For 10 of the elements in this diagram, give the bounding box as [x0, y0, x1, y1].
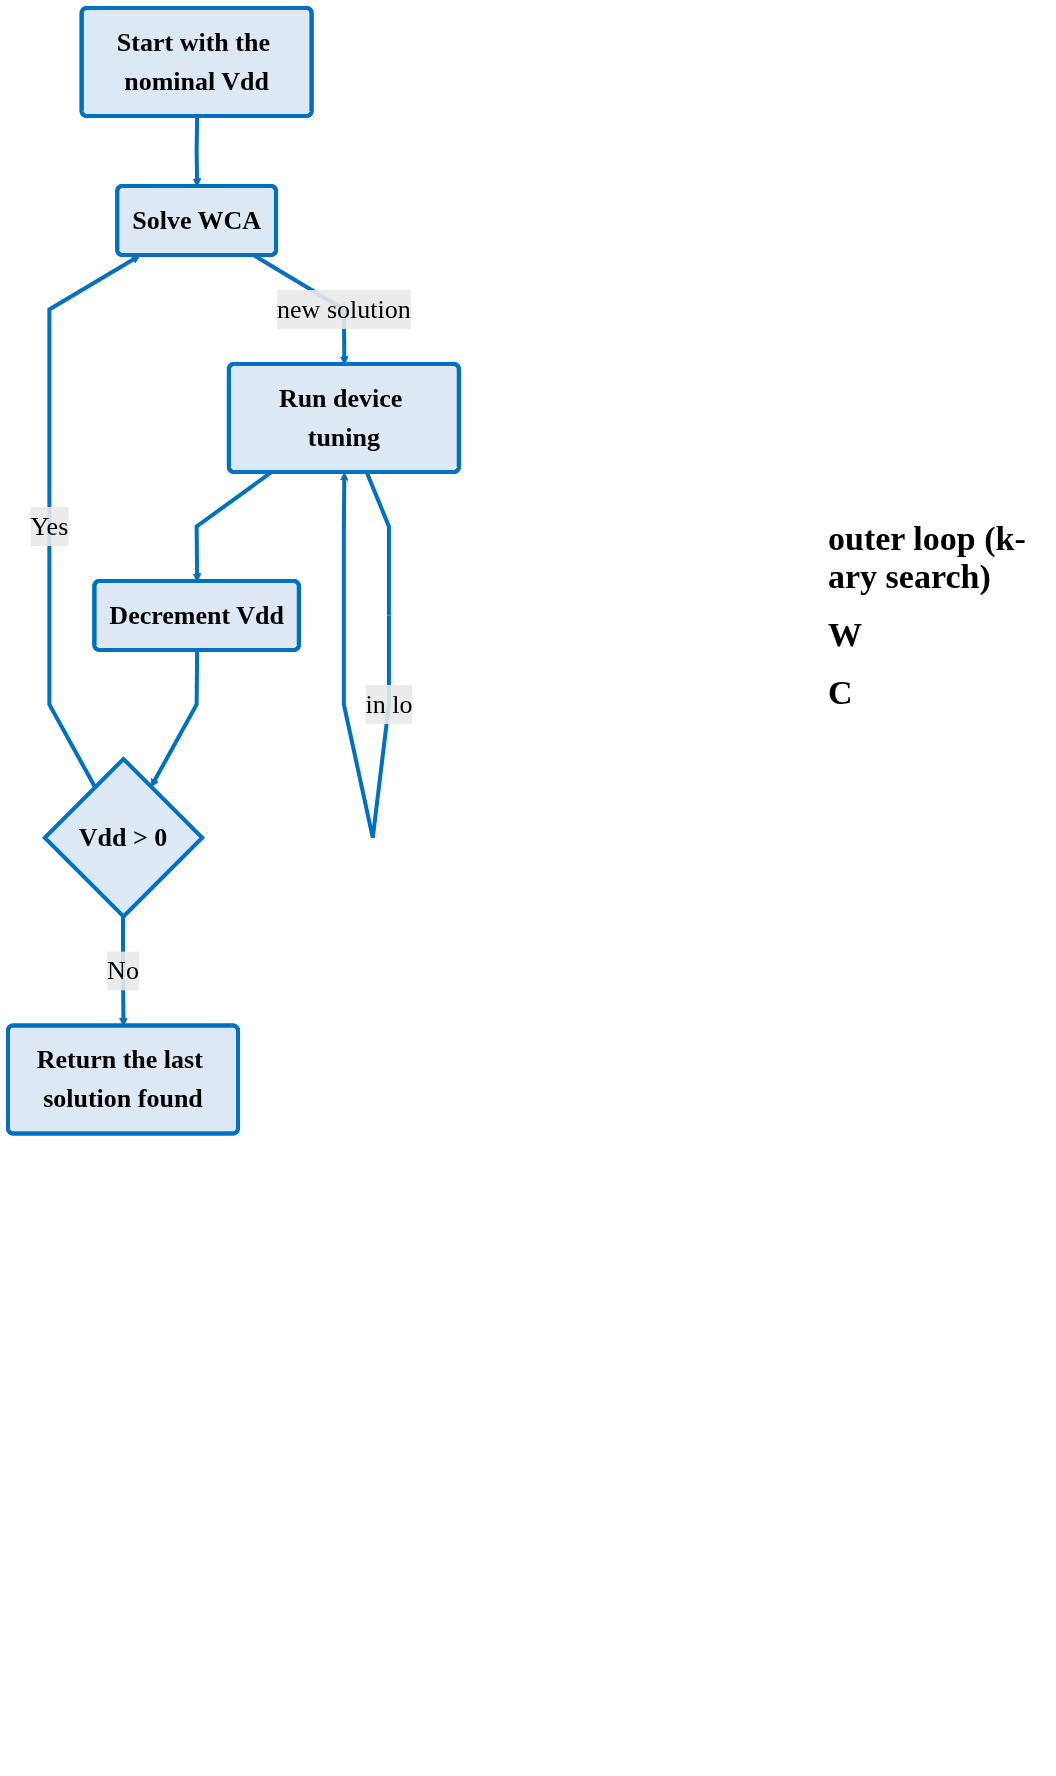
note-text: W — [828, 616, 863, 654]
edge-label: Yes — [30, 511, 69, 541]
arrow — [47, 255, 141, 788]
edge-label: new solution — [277, 294, 411, 324]
note-text: C — [828, 674, 854, 712]
note-text: outer loop (k-ary search) — [828, 520, 1027, 596]
edge-label: No — [107, 956, 139, 986]
arrow — [150, 650, 200, 788]
edge-label: in lo — [365, 689, 413, 719]
node-diamond: Vdd > 0 — [41, 756, 206, 920]
